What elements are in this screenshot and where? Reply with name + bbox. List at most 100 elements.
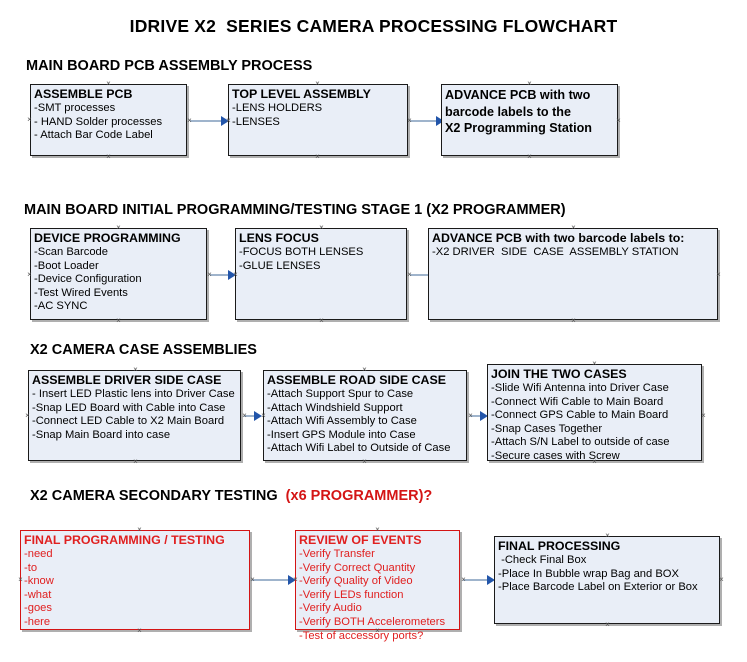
handle-marker[interactable] [206,271,213,278]
handle-marker[interactable] [406,117,413,124]
flow-box-line: -Attach Windshield Support [267,401,403,414]
handle-marker[interactable] [241,412,248,419]
handle-marker[interactable] [17,576,24,583]
flow-box-line: -Check Final Box [498,554,587,566]
flow-box-line: -FOCUS BOTH LENSES [239,246,364,258]
flow-box-advance-pcb-programming-station[interactable]: ADVANCE PCB with two barcode labels to t… [441,84,618,156]
flow-box-line: -Place In Bubble wrap Bag and BOX [498,567,679,580]
handle-marker[interactable] [314,80,321,87]
handle-marker[interactable] [26,116,33,123]
flow-box-review-of-events[interactable]: REVIEW OF EVENTS -Verify Transfer -Verif… [295,530,460,642]
flow-box-line: -AC SYNC [34,300,88,313]
handle-marker[interactable] [591,458,598,465]
flow-box-line: -Attach Wifi Assembly to Case [267,415,417,428]
flow-box-line: -Verify BOTH Accelerometers [299,615,446,628]
handle-marker[interactable] [115,224,122,231]
handle-marker[interactable] [249,576,256,583]
flow-box-title: ADVANCE PCB with two barcode labels to: [432,231,685,245]
handle-marker[interactable] [467,412,474,419]
section-heading-2: MAIN BOARD INITIAL PROGRAMMING/TESTING S… [24,202,566,218]
flow-box-line: - Attach Bar Code Label [34,129,153,142]
flow-box-line: -Attach Wifi Label to Outside of Case [267,442,451,455]
flow-box-line: - Insert LED Plastic lens into Driver Ca… [32,388,235,400]
flow-box-final-programming-testing[interactable]: FINAL PROGRAMMING / TESTING -need -to -k… [20,530,250,630]
handle-marker[interactable] [186,117,193,124]
flow-box-line: -Insert GPS Module into Case [267,428,416,441]
handle-marker[interactable] [361,458,368,465]
arrow-head-icon [436,116,444,126]
flow-box-join-the-two-cases[interactable]: JOIN THE TWO CASES -Slide Wifi Antenna i… [487,364,702,462]
handle-marker[interactable] [314,153,321,160]
connector-line [410,274,434,276]
flow-box-title: ASSEMBLE DRIVER SIDE CASE [32,373,222,387]
flow-box-title: ASSEMBLE ROAD SIDE CASE [267,373,446,387]
handle-marker[interactable] [591,360,598,367]
page-title: IDRIVE X2 SERIES CAMERA PROCESSING FLOWC… [129,16,618,36]
flow-box-title: ADVANCE PCB with two barcode labels to t… [445,88,592,135]
flow-box-assemble-driver-side-case[interactable]: ASSEMBLE DRIVER SIDE CASE - Insert LED P… [28,370,241,461]
flow-box-line: -Verify Audio [299,602,362,615]
handle-marker[interactable] [604,621,611,628]
connector-line [244,415,258,417]
connector-line [252,579,292,581]
handle-marker[interactable] [292,576,299,583]
flow-box-assemble-road-side-case[interactable]: ASSEMBLE ROAD SIDE CASE -Attach Support … [263,370,467,461]
flow-box-line: - HAND Solder processes [34,115,163,128]
section-heading-4: X2 CAMERA SECONDARY TESTING (x6 PROGRAMM… [30,488,432,504]
flow-box-title: JOIN THE TWO CASES [491,367,627,381]
handle-marker[interactable] [526,153,533,160]
flow-box-title: REVIEW OF EVENTS [299,533,422,547]
flow-box-line: -Device Configuration [34,273,142,286]
handle-marker[interactable] [460,576,467,583]
handle-marker[interactable] [26,271,33,278]
flow-box-assemble-pcb[interactable]: ASSEMBLE PCB -SMT processes - HAND Solde… [30,84,187,156]
handle-marker[interactable] [232,271,239,278]
flow-box-line: -know [24,575,54,588]
handle-marker[interactable] [105,153,112,160]
handle-marker[interactable] [136,526,143,533]
flow-box-line: -Place Barcode Label on Exterior or Box [498,581,698,594]
section-heading-3: X2 CAMERA CASE ASSEMBLIES [30,342,257,358]
handle-marker[interactable] [374,526,381,533]
arrow-head-icon [254,411,262,421]
handle-marker[interactable] [132,458,139,465]
flow-box-line: -Connect Wifi Cable to Main Board [491,395,664,408]
flow-box-device-programming[interactable]: DEVICE PROGRAMMING -Scan Barcode -Boot L… [30,228,207,320]
flow-box-line: -Attach S/N Label to outside of case [491,436,670,449]
flow-box-top-level-assembly[interactable]: TOP LEVEL ASSEMBLY -LENS HOLDERS -LENSES [228,84,408,156]
handle-marker[interactable] [615,117,622,124]
handle-marker[interactable] [115,317,122,324]
handle-marker[interactable] [715,271,722,278]
flow-box-title: DEVICE PROGRAMMING [34,231,181,245]
handle-marker[interactable] [225,117,232,124]
handle-marker[interactable] [318,317,325,324]
flow-box-advance-pcb-driver-side[interactable]: ADVANCE PCB with two barcode labels to: … [428,228,718,320]
handle-marker[interactable] [24,412,31,419]
handle-marker[interactable] [105,80,112,87]
handle-marker[interactable] [132,366,139,373]
handle-marker[interactable] [406,271,413,278]
handle-marker[interactable] [318,224,325,231]
handle-marker[interactable] [526,80,533,87]
handle-marker[interactable] [374,627,381,634]
handle-marker[interactable] [604,532,611,539]
flow-box-title: FINAL PROCESSING [498,539,621,553]
flow-box-title: LENS FOCUS [239,231,319,245]
handle-marker[interactable] [570,224,577,231]
flow-box-line: -Snap Cases Together [491,422,603,435]
connector-line [190,120,223,122]
flow-box-line: -Slide Wifi Antenna into Driver Case [491,382,669,394]
flow-box-line: -what [24,588,52,601]
flow-box-final-processing[interactable]: FINAL PROCESSING -Check Final Box -Place… [494,536,720,624]
flow-box-lens-focus[interactable]: LENS FOCUS -FOCUS BOTH LENSES -GLUE LENS… [235,228,407,320]
handle-marker[interactable] [361,366,368,373]
handle-marker[interactable] [260,412,267,419]
handle-marker[interactable] [136,627,143,634]
handle-marker[interactable] [700,412,707,419]
arrow-head-icon [487,575,495,585]
handle-marker[interactable] [570,317,577,324]
handle-marker[interactable] [718,576,725,583]
flow-box-line: -Test Wired Events [34,286,128,299]
flow-box-line: -Verify Quality of Video [299,575,413,588]
